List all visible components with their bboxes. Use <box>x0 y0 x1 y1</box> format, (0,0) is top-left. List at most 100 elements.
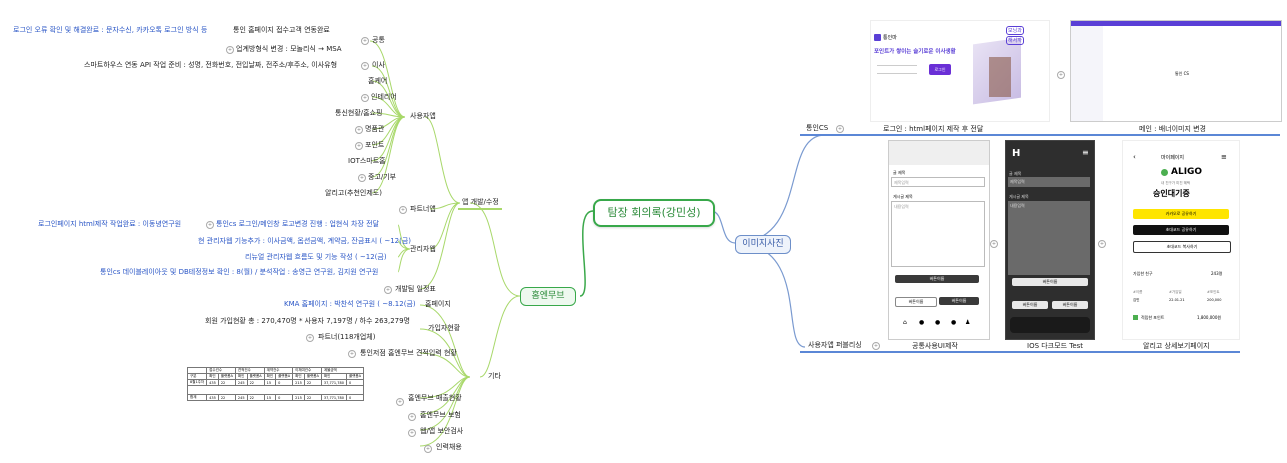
node-common[interactable]: 공통 <box>372 36 385 44</box>
form-textarea[interactable]: 내용입력 <box>1008 201 1090 275</box>
caption-form: 공통사용UI제작 <box>912 342 958 350</box>
expand-icon[interactable]: + <box>872 342 880 350</box>
invite-copy-button[interactable]: 초대코드 복사하기 <box>1133 241 1231 253</box>
node-user-item[interactable]: 중고/기부 <box>368 173 397 181</box>
node-partner-app[interactable]: 파트너앱 <box>410 205 436 213</box>
expand-icon[interactable]: + <box>1057 71 1065 79</box>
node-user-item[interactable]: 알리고(추천인제도) <box>325 189 382 197</box>
expand-icon[interactable]: + <box>408 429 416 437</box>
expand-icon[interactable]: + <box>990 240 998 248</box>
table-cell: 0 <box>275 394 294 401</box>
kakao-share-button[interactable]: 카카오로 공유하기 <box>1133 209 1229 219</box>
caption-aligo: 알리고 상세보기페이지 <box>1143 342 1210 350</box>
node-user-item[interactable]: 인테리어 <box>371 93 397 101</box>
primary-button[interactable]: 버튼이름 <box>939 297 979 305</box>
expand-icon[interactable]: + <box>306 334 314 342</box>
node-dev[interactable]: 앱 개발/수정 <box>462 198 499 206</box>
node-common-item-1[interactable]: 통인 홈페이지 접수고객 연동완료 <box>233 26 330 34</box>
stats-value: 김민 <box>1133 298 1140 302</box>
invite-share-button[interactable]: 초대코드 공유하기 <box>1133 225 1229 235</box>
form-input[interactable]: 제목입력 <box>891 177 985 187</box>
node-user-item[interactable]: 통신현황/홈쇼핑 <box>335 109 383 117</box>
node-user-item[interactable]: 포인트 <box>365 141 385 149</box>
table-cell: 37,771,780 <box>320 394 347 401</box>
tab-icon[interactable]: ● <box>919 319 925 326</box>
underline <box>800 351 1240 353</box>
secondary-button[interactable]: 버튼이름 <box>1012 301 1048 309</box>
table-subheader: 플랫폼A <box>345 373 365 380</box>
node-partner-count[interactable]: 파트너(118개업체) <box>318 333 376 341</box>
node-estimate[interactable]: 통인저점 홈엔무브 견적입력 현황 <box>360 349 457 357</box>
node-user-app-publish[interactable]: 사용자앱 퍼블리싱 <box>808 341 862 349</box>
node-user-item[interactable]: 명품관 <box>365 125 385 133</box>
expand-icon[interactable]: + <box>424 445 432 453</box>
expand-icon[interactable]: + <box>396 398 404 406</box>
node-moving[interactable]: 이사 <box>372 61 385 69</box>
expand-icon[interactable]: + <box>355 142 363 150</box>
login-button[interactable]: 로그인 <box>929 64 951 75</box>
caption-dark: IOS 다크모드 Test <box>1027 342 1084 350</box>
table-cell: 215 <box>292 394 305 401</box>
node-admin-item[interactable]: 현 관리자웹 기능추가 : 이사금액, 옵션금액, 계약금, 잔금표시 ( ~1… <box>198 237 412 245</box>
expand-icon[interactable]: + <box>408 413 416 421</box>
tab-icon[interactable]: ● <box>935 319 941 326</box>
expand-icon[interactable]: + <box>355 126 363 134</box>
form-ui-thumbnail[interactable]: 글 제목 제목입력 게시글 제목 내용입력 버튼이름 버튼이름 버튼이름 ⌂ ●… <box>888 140 990 340</box>
main-page-thumbnail[interactable]: 통인 CS <box>1070 20 1282 122</box>
node-signup[interactable]: 가입자현황 <box>428 324 461 332</box>
table-subheader: 플랫폼A <box>217 373 236 380</box>
node-user-app[interactable]: 사용자앱 <box>410 112 436 120</box>
expand-icon[interactable]: + <box>361 94 369 102</box>
login-page-thumbnail[interactable]: 통인마 포인트가 쌓이는 슬기로운 이사생활 로그인 모닝과 해서까 <box>870 20 1050 122</box>
node-hr[interactable]: 인력채용 <box>436 443 462 451</box>
node-common-item-2[interactable]: 업계방형식 변경 : 모놀리식 → MSA <box>236 45 342 53</box>
central-topic[interactable]: 탐장 회의록(강민성) <box>593 199 715 227</box>
node-admin-item[interactable]: 통인cs 로그인/메인창 로고변경 진행 : 업현식 차장 전달 <box>216 220 380 228</box>
node-admin-app[interactable]: 관리자웹 <box>410 245 436 253</box>
node-admin-item[interactable]: 리뉴얼 관리자웹 흐름도 및 기능 작성 ( ~12(금) <box>245 253 387 261</box>
point-icon <box>1133 315 1138 320</box>
branch-images[interactable]: 이미지사진 <box>735 235 791 254</box>
tab-icon[interactable]: ● <box>951 319 957 326</box>
node-admin-item[interactable]: 통인cs 데이블레이아웃 및 DB테정정보 확인 : 8(월) / 분석작업 :… <box>100 268 379 276</box>
aligo-detail-thumbnail[interactable]: ‹ 마이페이지 ≡ ALIGO 내 친구가 미친 혜택 승인대기중 카카오로 공… <box>1122 140 1240 340</box>
expand-icon[interactable]: + <box>348 350 356 358</box>
expand-icon[interactable]: + <box>358 174 366 182</box>
back-icon[interactable]: ‹ <box>1133 153 1136 161</box>
expand-icon[interactable]: + <box>399 206 407 214</box>
node-insurance[interactable]: 홈엔무브 보험 <box>420 411 461 419</box>
menu-icon[interactable]: ≡ <box>1082 148 1089 157</box>
secondary-button[interactable]: 버튼이름 <box>1052 301 1088 309</box>
expand-icon[interactable]: + <box>206 221 214 229</box>
form-textarea[interactable]: 내용입력 <box>891 201 985 267</box>
user-icon[interactable]: ♟ <box>965 319 971 326</box>
branch-homepage[interactable]: 홈엔무브 <box>520 287 576 306</box>
friends-count[interactable]: 243명 <box>1211 271 1223 276</box>
node-security[interactable]: 웹/앱 보안검사 <box>420 427 464 435</box>
secondary-button[interactable]: 버튼이름 <box>895 297 937 307</box>
expand-icon[interactable]: + <box>226 46 234 54</box>
expand-icon[interactable]: + <box>384 286 392 294</box>
points-value[interactable]: 1,800,000원 <box>1197 315 1222 320</box>
node-user-item[interactable]: 홈케어 <box>368 77 388 85</box>
node-tongin-cs[interactable]: 통인CS <box>806 124 829 132</box>
node-etc[interactable]: 기타 <box>488 372 501 380</box>
login-headline: 포인트가 쌓이는 슬기로운 이사생활 <box>874 49 956 55</box>
menu-icon[interactable]: ≡ <box>1221 153 1227 161</box>
primary-button[interactable]: 버튼이름 <box>1012 278 1088 286</box>
primary-button[interactable]: 버튼이름 <box>895 275 979 283</box>
aligo-title: 승인대기중 <box>1153 189 1190 198</box>
node-sales[interactable]: 홈엔무브 매출현황 <box>408 394 462 402</box>
dark-mode-thumbnail[interactable]: H ≡ 글 제목 제목입력 게시글 제목 내용입력 버튼이름 버튼이름 버튼이름 <box>1005 140 1095 340</box>
table-cell: 0 <box>345 394 365 401</box>
expand-icon[interactable]: + <box>836 125 844 133</box>
node-schedule[interactable]: 개발팀 일정표 <box>395 285 436 293</box>
node-etc-homepage[interactable]: 홈페이지 <box>425 300 451 308</box>
expand-icon[interactable]: + <box>361 62 369 70</box>
home-icon[interactable]: ⌂ <box>903 319 907 326</box>
expand-icon[interactable]: + <box>361 37 369 45</box>
expand-icon[interactable]: + <box>1098 240 1106 248</box>
node-user-item[interactable]: IOT스마트홈 <box>348 157 386 165</box>
form-input[interactable]: 제목입력 <box>1008 177 1090 187</box>
